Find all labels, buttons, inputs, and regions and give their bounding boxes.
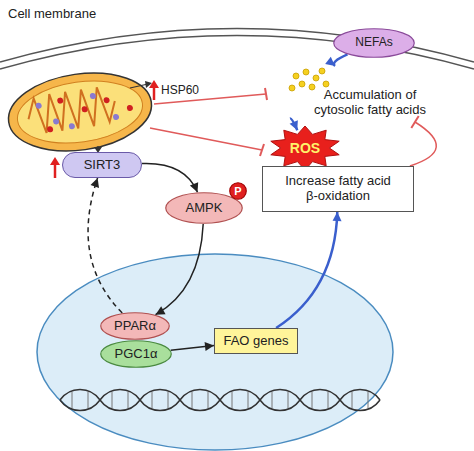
ellipse-outline xyxy=(230,183,247,200)
protein-pill: SIRT3 xyxy=(62,152,142,178)
star-outline xyxy=(271,126,339,170)
phospho-circle: P xyxy=(229,182,247,200)
connector xyxy=(410,122,436,166)
connector xyxy=(290,119,297,131)
node-text: P xyxy=(234,185,241,198)
arrow-head xyxy=(205,342,214,351)
inhibition-bar xyxy=(411,116,418,128)
node-text: Accumulation of cytosolic fatty acids xyxy=(313,88,428,118)
arrow-head xyxy=(290,120,298,130)
connector xyxy=(88,178,122,313)
node-text: ROS xyxy=(290,140,320,156)
protein-ellipse: AMPKP xyxy=(165,192,243,224)
mitochondrion xyxy=(3,64,156,159)
ellipse-outline xyxy=(101,341,172,368)
gene-box: FAO genes xyxy=(214,328,298,354)
node-text: SIRT3 xyxy=(84,158,121,173)
dna-rungs xyxy=(72,392,368,408)
input-ellipse: NEFAs xyxy=(333,28,415,58)
text-node: Accumulation of cytosolic fatty acids xyxy=(290,66,450,122)
node-text: Increase fatty acid β-oxidation xyxy=(282,174,394,204)
membrane-label: Cell membrane xyxy=(8,6,96,21)
connector xyxy=(142,164,198,193)
arrow-head xyxy=(155,306,165,314)
protein-label: HSP60 xyxy=(161,83,199,97)
arrow-head xyxy=(190,182,198,192)
connector xyxy=(334,54,348,66)
arrow-head xyxy=(333,212,342,221)
small-arrow xyxy=(130,84,148,88)
ellipse-outline xyxy=(101,313,170,340)
increase-arrow xyxy=(54,164,57,178)
protein-ellipse: PGC1α xyxy=(100,340,172,368)
node-text: PGC1α xyxy=(115,347,158,362)
process-box: Increase fatty acid β-oxidation xyxy=(262,166,414,212)
increase-arrow xyxy=(153,86,156,100)
inhibition-bar xyxy=(265,88,267,100)
node-text: PPARα xyxy=(114,319,156,334)
membrane-line xyxy=(0,29,474,63)
inhibition-line xyxy=(150,128,262,150)
ellipse-outline xyxy=(166,193,243,224)
arrow-head xyxy=(90,178,99,188)
arrow-head xyxy=(50,157,60,165)
ellipse-outline xyxy=(334,29,415,58)
arrow-head xyxy=(325,57,335,66)
nucleus xyxy=(37,254,393,450)
arrow-head xyxy=(149,80,159,88)
dna-strand xyxy=(60,390,380,411)
inhibition-bar xyxy=(260,144,264,156)
connector xyxy=(156,224,204,315)
connector xyxy=(276,212,337,328)
node-text: NEFAs xyxy=(355,36,392,50)
dna-strand xyxy=(60,390,380,411)
connector xyxy=(171,346,214,351)
node-text: FAO genes xyxy=(223,334,288,349)
ros-star: ROS xyxy=(268,125,342,171)
fatty-acid-dots xyxy=(289,68,329,91)
node-text: AMPK xyxy=(186,201,223,216)
protein-ellipse: PPARα xyxy=(100,312,170,340)
